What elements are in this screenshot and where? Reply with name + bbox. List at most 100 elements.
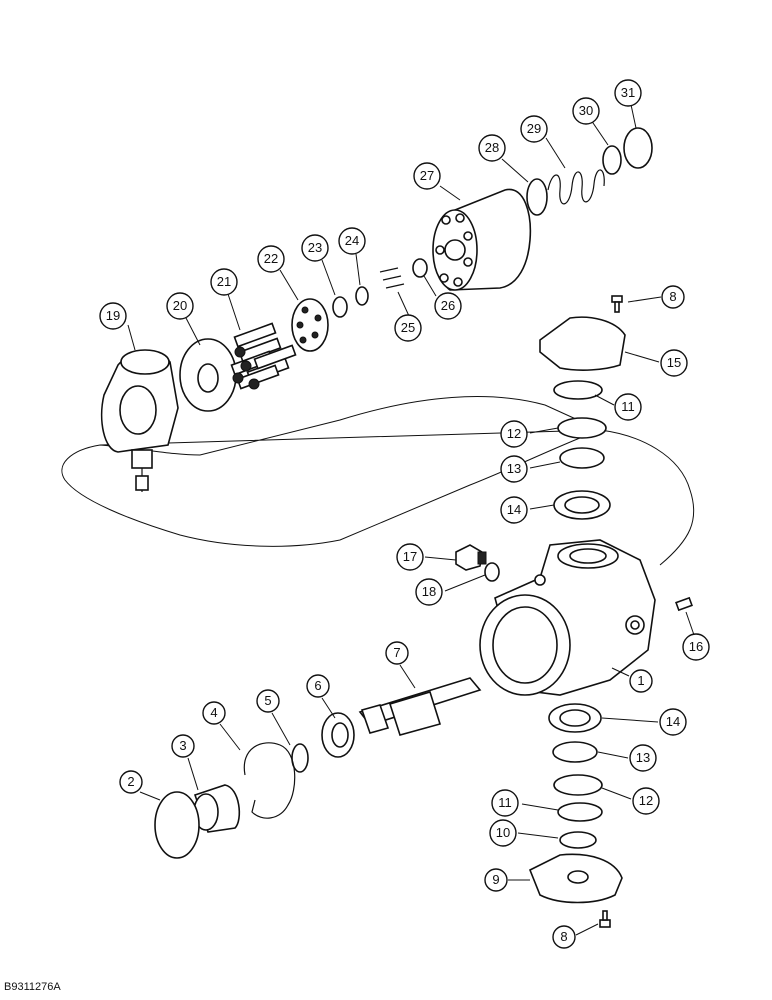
callout-13-bottom: 13	[629, 744, 657, 772]
washer-30	[602, 145, 622, 175]
callout-2: 2	[119, 770, 143, 794]
spherical-washer	[332, 296, 348, 318]
callout-12-bottom: 12	[632, 787, 660, 815]
svg-text:5: 5	[264, 693, 271, 708]
seal-ring-12-bottom	[553, 774, 603, 796]
seal-ring-11-top	[553, 380, 603, 400]
callout-20: 20	[166, 292, 194, 320]
svg-text:25: 25	[401, 320, 415, 335]
snap-ring-small	[355, 286, 369, 306]
callout-14-bottom: 14	[659, 708, 687, 736]
callout-16: 16	[682, 633, 710, 661]
thrust-plate	[179, 338, 237, 412]
seal-ring-13-top	[559, 447, 605, 469]
svg-text:20: 20	[173, 298, 187, 313]
callout-8-bottom: 8	[552, 925, 576, 949]
cylinder-block	[432, 188, 532, 291]
svg-text:21: 21	[217, 274, 231, 289]
snap-ring-31	[623, 127, 653, 169]
callout-11-top: 11	[614, 393, 642, 421]
spring-washer	[526, 178, 548, 216]
callout-26: 26	[434, 292, 462, 320]
svg-text:14: 14	[507, 502, 521, 517]
callout-25: 25	[394, 314, 422, 342]
seal-ring-11-bottom	[557, 802, 603, 822]
svg-text:22: 22	[264, 251, 278, 266]
callout-13-top: 13	[500, 455, 528, 483]
svg-text:10: 10	[496, 825, 510, 840]
retainer-plate	[291, 298, 329, 352]
svg-text:1: 1	[637, 673, 644, 688]
callout-4: 4	[202, 701, 226, 725]
bolt-top	[611, 295, 623, 313]
bearing-top	[553, 490, 611, 520]
cover-top	[539, 316, 626, 371]
svg-text:28: 28	[485, 140, 499, 155]
callout-22: 22	[257, 245, 285, 273]
callout-3: 3	[171, 734, 195, 758]
callout-18: 18	[415, 578, 443, 606]
drive-shaft	[358, 677, 482, 736]
spring	[547, 169, 605, 205]
svg-text:24: 24	[345, 233, 359, 248]
callout-17: 17	[396, 543, 424, 571]
seal-cup	[193, 784, 241, 833]
svg-text:23: 23	[308, 240, 322, 255]
svg-text:16: 16	[689, 639, 703, 654]
callout-21: 21	[210, 268, 238, 296]
svg-text:11: 11	[621, 399, 635, 414]
svg-text:2: 2	[127, 774, 134, 789]
callout-29: 29	[520, 115, 548, 143]
callout-6: 6	[306, 674, 330, 698]
callout-28: 28	[478, 134, 506, 162]
callout-7: 7	[385, 641, 409, 665]
svg-text:7: 7	[393, 645, 400, 660]
svg-text:4: 4	[210, 705, 217, 720]
bolt-bottom	[599, 910, 611, 928]
callout-5: 5	[256, 689, 280, 713]
snap-ring-large	[243, 742, 296, 819]
callout-24: 24	[338, 227, 366, 255]
seal-ring-12-top	[557, 417, 607, 439]
bearing-bottom	[548, 703, 602, 733]
callout-12-top: 12	[500, 420, 528, 448]
plug-o-ring	[484, 562, 500, 582]
callout-10: 10	[489, 819, 517, 847]
callout-8-top: 8	[661, 285, 685, 309]
svg-text:8: 8	[669, 289, 676, 304]
svg-text:19: 19	[106, 308, 120, 323]
callout-14-top: 14	[500, 496, 528, 524]
svg-text:3: 3	[179, 738, 186, 753]
svg-text:30: 30	[579, 103, 593, 118]
svg-text:9: 9	[492, 872, 499, 887]
housing-o-ring	[154, 791, 200, 859]
svg-text:17: 17	[403, 549, 417, 564]
seal-ring-13-bottom	[552, 741, 598, 763]
svg-text:27: 27	[420, 168, 434, 183]
piston-set	[230, 322, 297, 390]
callout-27: 27	[413, 162, 441, 190]
callout-1: 1	[629, 669, 653, 693]
svg-text:13: 13	[636, 750, 650, 765]
plug	[455, 544, 487, 571]
pump-housing	[479, 539, 656, 696]
pins	[379, 267, 405, 289]
dowel-pin	[675, 596, 693, 612]
svg-text:29: 29	[527, 121, 541, 136]
svg-text:13: 13	[507, 461, 521, 476]
shaft-bearing	[321, 712, 355, 758]
svg-text:11: 11	[498, 795, 512, 810]
callout-15: 15	[660, 349, 688, 377]
pin-retainer	[412, 258, 428, 278]
svg-text:6: 6	[314, 678, 321, 693]
callout-19: 19	[99, 302, 127, 330]
callout-9: 9	[484, 868, 508, 892]
swashplate-yoke	[100, 349, 179, 492]
figure-code-label: B9311276A	[4, 981, 61, 993]
svg-text:8: 8	[560, 929, 567, 944]
svg-text:12: 12	[639, 793, 653, 808]
svg-text:14: 14	[666, 714, 680, 729]
svg-text:26: 26	[441, 298, 455, 313]
svg-text:12: 12	[507, 426, 521, 441]
